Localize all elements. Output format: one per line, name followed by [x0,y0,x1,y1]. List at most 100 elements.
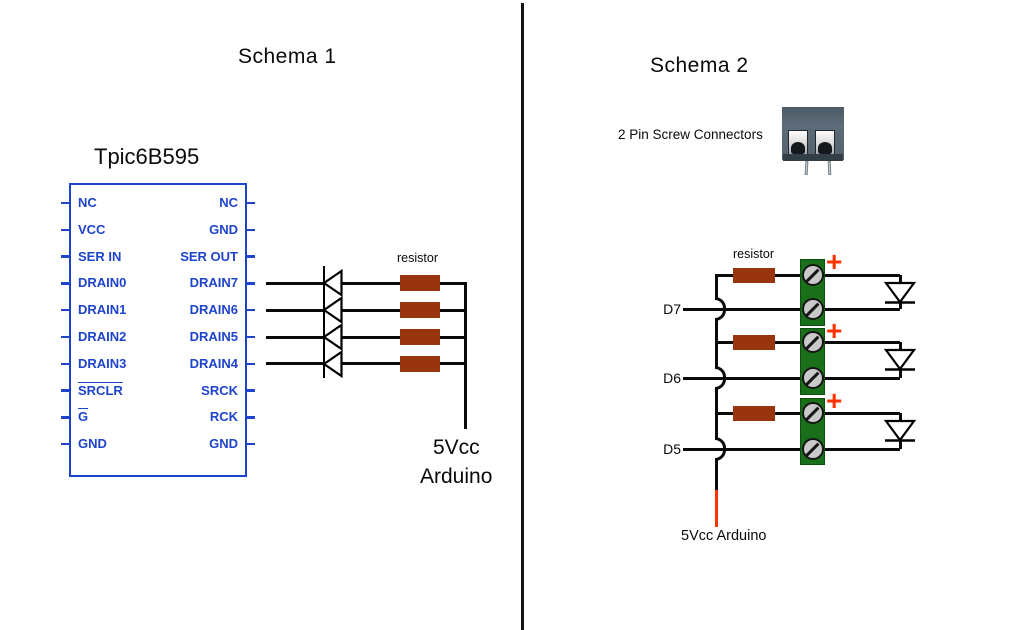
channel-wire [266,335,465,339]
plus-mark: + [826,385,843,416]
supply-bus-schema2 [714,275,718,298]
screw-slot-icon [805,371,820,385]
pin-label-right: RCK [209,409,238,425]
channel-wire [683,307,800,311]
channel-label: D7 [663,301,681,317]
pin-label-right: DRAIN7 [189,275,238,291]
plus-mark: + [826,246,843,277]
connector-pin [827,160,832,176]
resistor-symbol [400,329,440,345]
channel-wire [683,376,800,380]
led-loop-bottom-wire [825,447,900,451]
pin-label-right: GND [209,436,238,452]
led-symbol [882,281,918,309]
pin-label-left: DRAIN0 [78,275,127,291]
pin-stub-left [61,416,69,419]
resistor-symbol [400,275,440,292]
led-loop-top-wire [825,411,900,415]
resistor-label-schema1: resistor [397,251,438,265]
led-symbol [882,419,918,447]
pin-label-right: DRAIN5 [189,329,238,344]
pin-stub-right [247,309,255,312]
channel-wire [266,362,465,366]
schema2-title: Schema 2 [650,54,749,77]
terminal-screw [801,298,824,320]
led-symbol [322,349,343,378]
channel-wire [266,281,465,285]
pin-stub-left [61,255,69,258]
led-loop-bottom-wire [825,376,900,380]
led-loop-top-wire [825,340,900,344]
resistor-symbol [400,302,440,319]
pin-stub-right [247,335,255,339]
chip-body [69,183,247,477]
terminal-screw [801,331,824,353]
pin-label-left: DRAIN2 [78,329,127,344]
panel-divider [521,3,524,630]
connector-base [783,154,843,161]
pin-stub-left [61,309,69,312]
screw-slot-icon [805,335,820,349]
screw-head-icon [817,142,832,154]
connector-screw-slot-right [815,130,835,157]
screw-head-icon [790,142,805,154]
screw-slot-icon [805,406,820,420]
pin-label-right: SER OUT [180,248,238,264]
pin-stub-left [61,201,69,205]
pin-label-left: VCC [78,221,106,237]
supply-bus-schema2 [714,460,718,490]
pin-label-right: SRCK [201,382,238,398]
supply-label-schema2: 5Vcc Arduino [681,528,767,544]
led-symbol [322,322,343,352]
pin-stub-right [247,362,255,365]
resistor-symbol [733,405,775,421]
pin-stub-left [61,335,69,339]
led-loop-bottom-wire [825,307,900,311]
led-symbol [322,296,343,325]
pin-label-right: DRAIN4 [189,355,238,371]
terminal-screw [801,402,824,424]
led-loop-top-wire [825,273,900,277]
resistor-label-schema2: resistor [733,247,774,261]
pin-stub-right [247,282,255,285]
pin-stub-left [61,362,69,365]
supply-bus-schema2 [714,320,718,367]
pin-stub-left [61,443,69,446]
resistor-symbol [733,334,775,350]
screw-slot-icon [805,442,820,456]
pin-stub-right [247,228,255,231]
plus-mark: + [826,315,843,346]
channel-label: D6 [663,370,681,386]
pin-stub-right [247,255,255,258]
supply-label-arduino: Arduino [420,465,493,488]
pin-label-left: SER IN [78,248,122,264]
pin-label-left: G [78,409,89,425]
pin-label-left: NC [78,195,97,210]
led-symbol [882,348,918,376]
screw-connector-photo [782,106,846,176]
pin-stub-right [247,201,255,205]
pin-stub-right [247,389,255,392]
screw-slot-icon [805,268,820,282]
resistor-symbol [733,267,775,283]
screw-slot-icon [805,302,820,316]
schema1-title: Schema 1 [238,45,337,68]
pin-stub-right [247,443,255,446]
resistor-symbol [400,355,440,372]
pin-label-right: NC [219,195,238,210]
channel-label: D5 [663,441,681,457]
pin-label-right: GND [209,221,238,237]
connector-pin [804,160,809,176]
led-cathode-bar [323,266,325,378]
pin-label-left: DRAIN3 [78,355,127,371]
pin-stub-right [247,416,255,419]
channel-wire [266,308,465,312]
connector-screw-slot-left [788,130,808,157]
supply-bus-schema1 [463,282,467,429]
channel-wire [683,447,800,451]
chip-name: Tpic6B595 [94,144,200,169]
pin-stub-left [61,282,69,285]
supply-wire-red [714,490,718,527]
pin-label-left: SRCLR [78,382,123,398]
